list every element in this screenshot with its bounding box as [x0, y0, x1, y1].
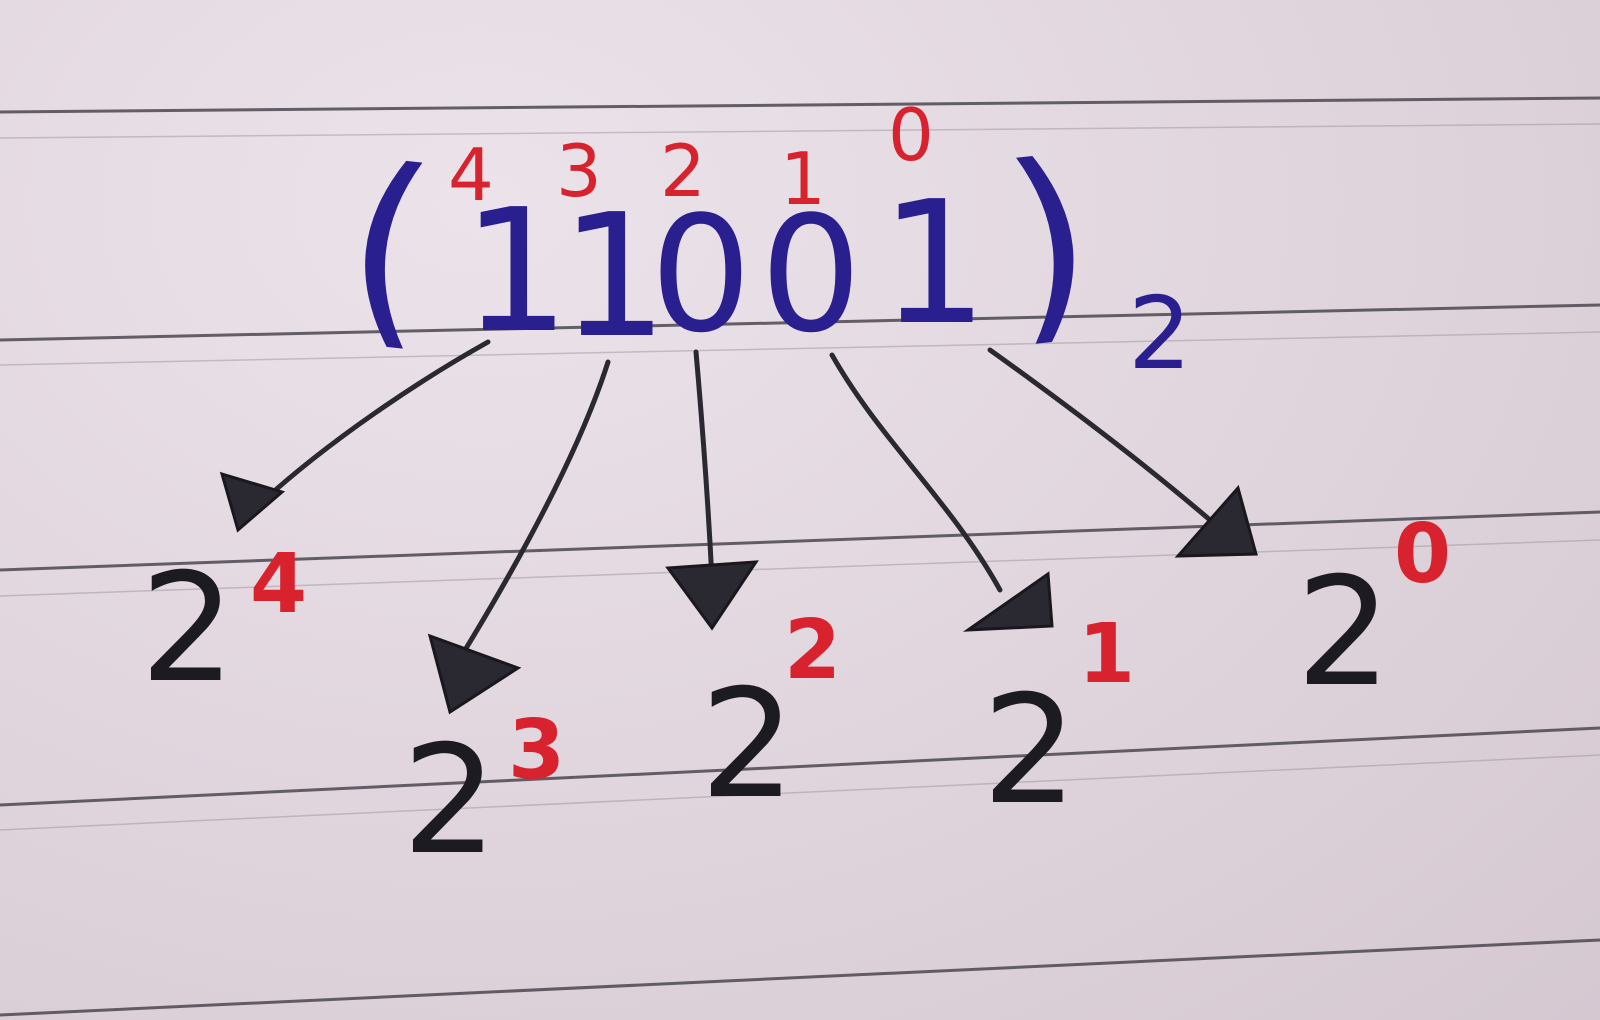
- position-label: 1: [780, 137, 826, 221]
- binary-digit: 0: [760, 181, 862, 368]
- power-exponent: 1: [1078, 607, 1135, 702]
- power-exponent: 2: [784, 603, 841, 698]
- arrows: [259, 339, 1213, 658]
- arrowhead: [219, 471, 286, 533]
- faint-line: [0, 331, 1600, 366]
- binary-digit: 1: [462, 173, 570, 371]
- ruled-lines: [0, 96, 1600, 1017]
- ruled-line: [0, 303, 1600, 342]
- ruled-line: [0, 96, 1600, 114]
- power-exponent: 3: [508, 703, 565, 798]
- ruled-line: [0, 726, 1600, 807]
- power-term: 2 0: [1296, 507, 1451, 720]
- binary-digit: 1: [560, 178, 668, 376]
- ruled-line: [0, 510, 1600, 572]
- power-exponent: 0: [1394, 507, 1451, 602]
- power-term: 2 2: [700, 603, 841, 832]
- arrow-shaft: [459, 359, 611, 658]
- open-paren: (: [336, 120, 443, 372]
- base-subscript: 2: [1128, 275, 1192, 392]
- power-base: 2: [140, 542, 235, 716]
- power-base: 2: [700, 658, 795, 832]
- arrow-shaft: [987, 347, 1213, 523]
- faint-line: [0, 539, 1600, 597]
- power-base: 2: [402, 714, 497, 888]
- faint-line: [0, 754, 1600, 831]
- power-term: 2 3: [402, 703, 565, 888]
- power-base: 2: [1296, 546, 1391, 720]
- digit-position-labels: 4 3 2 1 0: [448, 93, 934, 221]
- position-label: 2: [660, 129, 706, 213]
- position-label: 3: [556, 129, 602, 213]
- position-label: 0: [888, 93, 934, 177]
- arrowheads: [219, 471, 1258, 715]
- power-term: 2 1: [982, 607, 1135, 838]
- arrowhead: [665, 560, 759, 631]
- binary-digit: 1: [880, 165, 988, 363]
- faint-lines: [0, 123, 1600, 831]
- arrowhead: [427, 633, 522, 715]
- power-term: 2 4: [140, 537, 307, 716]
- close-paren: ): [996, 115, 1103, 367]
- arrowhead: [962, 571, 1054, 632]
- arrowhead: [1174, 484, 1258, 558]
- faint-line: [0, 123, 1600, 139]
- powers-of-two: 2 4 2 3 2 2 2 1 2 0: [140, 507, 1451, 888]
- arrow-shaft: [259, 339, 491, 505]
- power-base: 2: [982, 664, 1077, 838]
- arrow-shaft: [829, 352, 1003, 593]
- binary-digit: 0: [650, 181, 752, 368]
- arrow-shaft: [693, 349, 715, 583]
- ruled-line: [0, 938, 1600, 1017]
- binary-number: ( 1 1 0 0 1 ) 2: [336, 115, 1192, 392]
- power-exponent: 4: [250, 537, 307, 632]
- position-label: 4: [448, 133, 494, 217]
